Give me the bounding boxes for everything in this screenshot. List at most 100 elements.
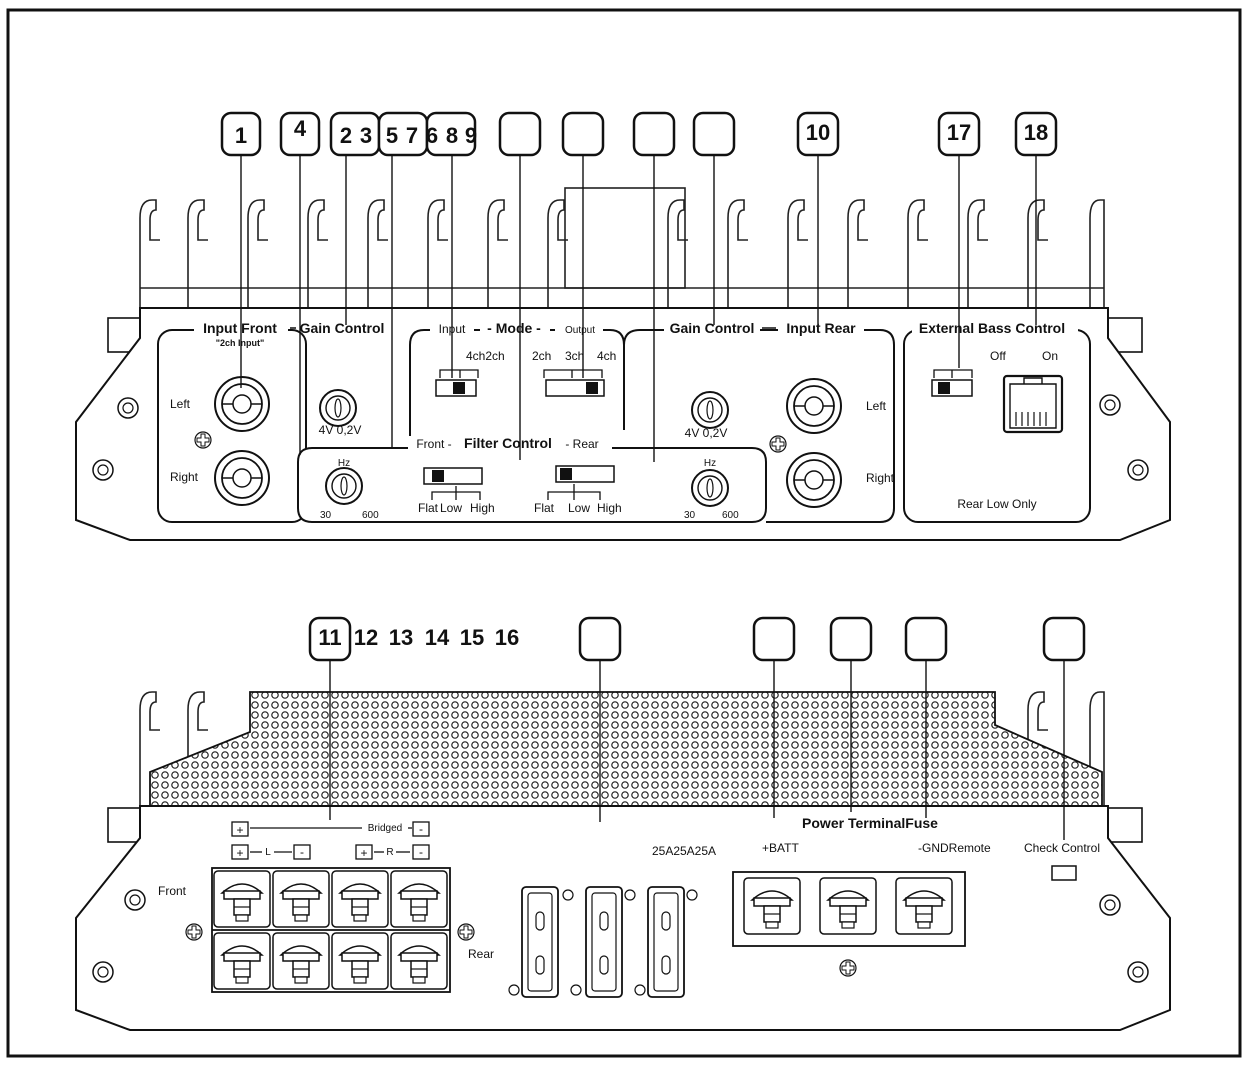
fuse-section: 25A25A25A xyxy=(508,844,716,998)
svg-text:+: + xyxy=(236,846,243,860)
filter-control-section: Front - Filter Control - Rear Hz 30 600 … xyxy=(297,435,767,523)
input-front-left-label: Left xyxy=(170,397,191,411)
callout-top-4: 5 xyxy=(386,123,398,148)
gain-control-front-section: Gain Control 4V 0,2V xyxy=(290,320,384,437)
front-label: Front xyxy=(158,884,187,898)
filter-front-label: Front - xyxy=(416,437,451,451)
callout-bottom-3: 14 xyxy=(425,625,450,650)
channel-l-label: L xyxy=(265,847,271,858)
top-callouts: 1 4 2 3 5 7 6 8 9 10 17 18 xyxy=(220,111,1058,157)
filter-rear-min: 30 xyxy=(684,510,696,521)
fuse-1[interactable] xyxy=(521,886,559,998)
rca-rear-left-jack[interactable] xyxy=(786,378,842,434)
speaker-terminal-front-2[interactable] xyxy=(272,870,330,928)
fuse-2[interactable] xyxy=(585,886,623,998)
filter-rear-label: - Rear xyxy=(565,437,598,451)
bridged-label: Bridged xyxy=(368,823,402,834)
speaker-terminal-rear-1[interactable] xyxy=(213,932,271,990)
svg-text:+: + xyxy=(360,846,367,860)
channel-r-label: R xyxy=(386,847,393,858)
check-control-section: Check Control xyxy=(1024,841,1100,881)
callout-top-13: 10 xyxy=(806,120,830,145)
filter-rear-hz: Hz xyxy=(704,458,716,469)
svg-text:-: - xyxy=(419,845,423,859)
speaker-terminal-rear-2[interactable] xyxy=(272,932,330,990)
gnd-remote-label: -GNDRemote xyxy=(918,841,991,855)
gain-rear-range: 4V 0,2V xyxy=(685,426,728,440)
callout-bottom-1: 12 xyxy=(354,625,378,650)
power-terminal-gnd[interactable] xyxy=(819,877,877,935)
batt-label: +BATT xyxy=(762,841,799,855)
input-front-title: Input Front xyxy=(203,320,277,336)
bottom-grille xyxy=(149,691,1103,809)
filter-rear-opt-low: Low xyxy=(568,501,590,515)
rj-remote-jack[interactable] xyxy=(1002,374,1064,434)
svg-text:-: - xyxy=(419,822,423,836)
rca-front-left-jack[interactable] xyxy=(214,376,270,432)
external-bass-off-label: Off xyxy=(990,349,1006,363)
callout-top-15: 18 xyxy=(1024,120,1048,145)
fuse-3[interactable] xyxy=(647,886,685,998)
callout-top-3: 3 xyxy=(360,123,372,148)
callout-top-8: 9 xyxy=(465,123,477,148)
filter-rear-knob[interactable] xyxy=(691,469,729,507)
filter-front-min: 30 xyxy=(320,510,332,521)
speaker-terminal-rear-3[interactable] xyxy=(331,932,389,990)
external-bass-note: Rear Low Only xyxy=(957,497,1036,511)
mode-output-option-2ch: 2ch xyxy=(532,349,551,363)
gain-rear-knob[interactable] xyxy=(691,391,729,429)
filter-front-hz: Hz xyxy=(338,458,350,469)
mode-title: - Mode - xyxy=(487,320,541,336)
power-terminal-remote[interactable] xyxy=(895,877,953,935)
speaker-terminals-section: Bridged + - + L - + R - Front Rear xyxy=(158,821,494,993)
gain-front-range: 4V 0,2V xyxy=(319,423,362,437)
rear-label: Rear xyxy=(468,947,494,961)
callout-bottom-0: 11 xyxy=(318,625,341,650)
filter-rear-opt-flat: Flat xyxy=(534,501,555,515)
rca-rear-right-jack[interactable] xyxy=(786,452,842,508)
input-rear-title: Input Rear xyxy=(786,320,856,336)
bottom-heatsink xyxy=(139,691,1105,810)
callout-top-14: 17 xyxy=(947,120,971,145)
rear-input-section: Gain Control Input Rear 4V 0,2V Left Rig… xyxy=(623,320,895,523)
callout-top-1: 4 xyxy=(294,116,307,141)
gain-front-knob[interactable] xyxy=(319,389,357,427)
svg-text:+: + xyxy=(236,823,243,837)
bottom-leader-lines xyxy=(329,660,1065,840)
input-rear-right-label: Right xyxy=(866,471,895,485)
filter-front-opt-high: High xyxy=(470,501,495,515)
svg-text:-: - xyxy=(300,845,304,859)
check-control-label: Check Control xyxy=(1024,841,1100,855)
mode-output-option-4ch: 4ch xyxy=(597,349,616,363)
filter-front-knob[interactable] xyxy=(325,467,363,505)
callout-top-0: 1 xyxy=(235,123,247,148)
external-bass-title: External Bass Control xyxy=(919,320,1065,336)
filter-rear-opt-high: High xyxy=(597,501,622,515)
bottom-callouts: 11 12 13 14 15 16 xyxy=(308,616,1086,662)
callout-bottom-4: 15 xyxy=(460,625,484,650)
external-bass-on-label: On xyxy=(1042,349,1058,363)
callout-top-5: 7 xyxy=(406,123,418,148)
filter-front-opt-flat: Flat xyxy=(418,501,439,515)
filter-control-title: Filter Control xyxy=(464,435,552,451)
speaker-terminal-front-4[interactable] xyxy=(390,870,448,928)
input-rear-left-label: Left xyxy=(866,399,887,413)
external-bass-section: External Bass Control Off On Rear Low On… xyxy=(903,320,1091,523)
speaker-terminal-rear-4[interactable] xyxy=(390,932,448,990)
gain-rear-title: Gain Control xyxy=(670,320,755,336)
filter-rear-max: 600 xyxy=(722,510,739,521)
callout-bottom-5: 16 xyxy=(495,625,519,650)
input-front-section: Input Front "2ch Input" Left Right xyxy=(157,320,307,523)
rca-front-right-jack[interactable] xyxy=(214,450,270,506)
filter-front-opt-low: Low xyxy=(440,501,462,515)
mode-section: Input - Mode - Output 4ch2ch 2ch 3ch 4ch xyxy=(409,320,625,440)
gain-front-title: Gain Control xyxy=(300,320,385,336)
power-terminal-batt[interactable] xyxy=(743,877,801,935)
power-terminal-section: Power TerminalFuse +BATT -GNDRemote xyxy=(732,815,991,977)
callout-top-7: 8 xyxy=(446,123,458,148)
input-front-subtitle: "2ch Input" xyxy=(216,338,265,348)
speaker-terminal-front-3[interactable] xyxy=(331,870,389,928)
speaker-terminal-front-1[interactable] xyxy=(213,870,271,928)
